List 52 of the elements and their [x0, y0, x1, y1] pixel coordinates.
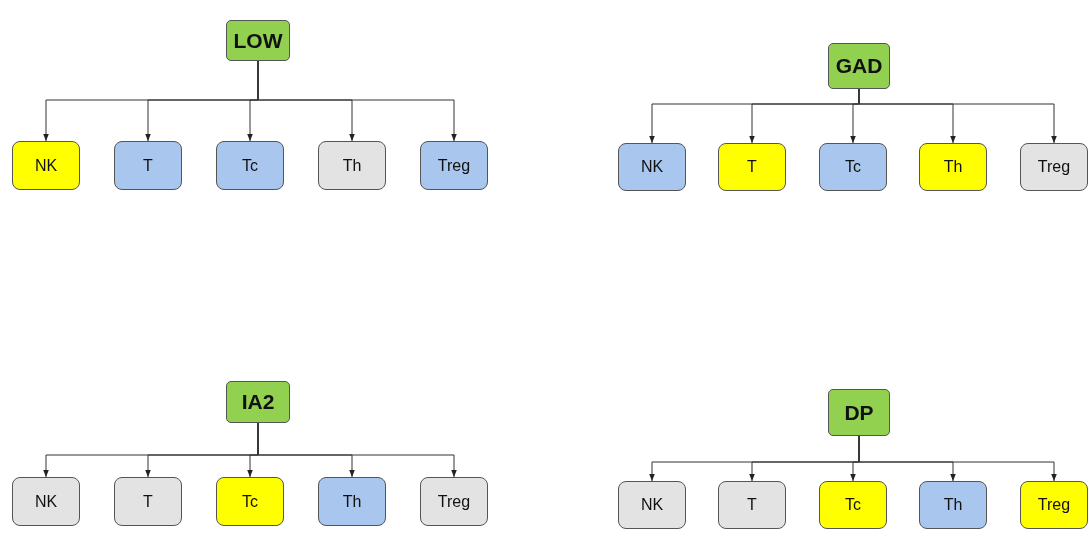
node-label: T: [747, 158, 757, 176]
node-label: Treg: [437, 156, 471, 175]
cell-type-box: [1020, 143, 1088, 191]
node-label: Treg: [1037, 496, 1071, 514]
category-box: [828, 389, 890, 436]
node-label: Tc: [242, 156, 258, 175]
node-label: Th: [342, 156, 362, 175]
cell-type-box: [318, 141, 386, 190]
node-label: NK: [640, 496, 664, 514]
cell-type-box: [1020, 481, 1088, 529]
cell-type-box: [114, 477, 182, 526]
cell-type-box: [618, 143, 686, 191]
cell-type-box: [12, 141, 80, 190]
cell-type-box: [919, 481, 987, 529]
node-label: T: [747, 496, 757, 514]
node-label: Th: [342, 492, 362, 511]
cell-type-box: [819, 481, 887, 529]
arrow: [858, 88, 1057, 144]
node-label: Tc: [242, 492, 258, 511]
cell-type-box: [318, 477, 386, 526]
cell-type-box: [919, 143, 987, 191]
node-label: DP: [844, 400, 874, 425]
node-label: Treg: [1037, 158, 1071, 176]
cell-type-box: [216, 141, 284, 190]
node-label: Tc: [845, 496, 861, 514]
cell-type-box: [420, 477, 488, 526]
cell-type-box: [216, 477, 284, 526]
cell-type-box: [718, 481, 786, 529]
node-label: NK: [34, 492, 58, 511]
arrow: [858, 435, 1057, 482]
category-box: [226, 381, 290, 423]
arrow: [257, 422, 457, 478]
node-label: LOW: [233, 28, 283, 53]
cell-type-box: [12, 477, 80, 526]
arrow: [257, 60, 457, 142]
node-label: Th: [943, 496, 963, 514]
node-label: NK: [34, 156, 58, 175]
cell-type-box: [819, 143, 887, 191]
cell-type-box: [420, 141, 488, 190]
cell-type-box: [114, 141, 182, 190]
node-label: GAD: [835, 54, 883, 78]
cell-type-box: [618, 481, 686, 529]
node-label: Th: [943, 158, 963, 176]
node-label: IA2: [241, 390, 275, 414]
category-box: [226, 20, 290, 61]
cell-type-box: [718, 143, 786, 191]
node-label: T: [143, 156, 153, 175]
node-label: Tc: [845, 158, 861, 176]
node-label: Treg: [437, 492, 471, 511]
node-label: T: [143, 492, 153, 511]
category-box: [828, 43, 890, 89]
node-label: NK: [640, 158, 664, 176]
